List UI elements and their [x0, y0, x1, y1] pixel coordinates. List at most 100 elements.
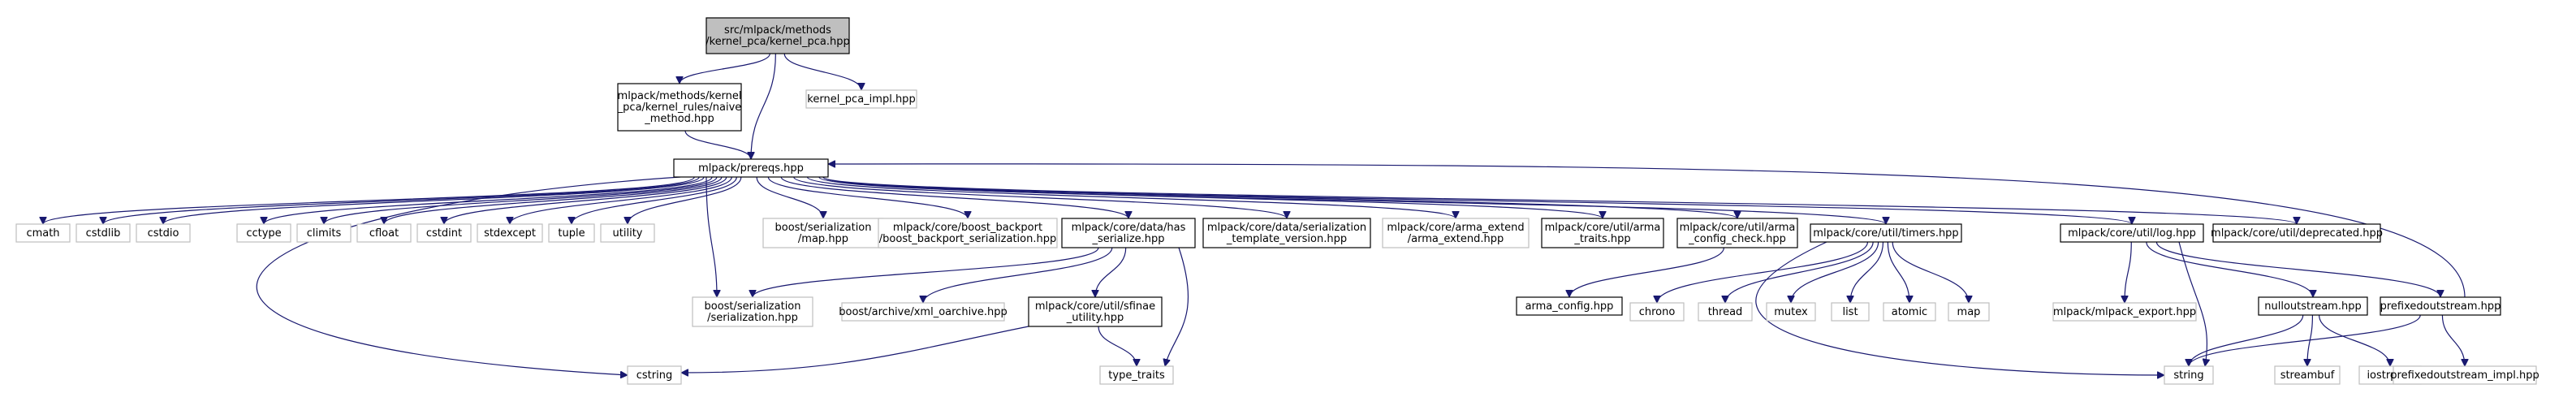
node-box: [2258, 296, 2368, 316]
edge-log-to-export: [2125, 241, 2132, 303]
edge-prereqs-to-cctype: [264, 176, 713, 225]
edge-prereqs-to-cstring: [256, 176, 681, 375]
node-label: _method.hpp: [644, 113, 714, 125]
edge-root-to-prereqs: [751, 53, 776, 159]
node-label: boost/serialization: [704, 300, 800, 313]
node-box: [2274, 365, 2341, 385]
edge-prefixout-to-string: [2189, 314, 2421, 367]
edge-log-to-prefixout: [2155, 241, 2440, 298]
edge-timers-to-thread: [1725, 241, 1874, 304]
node-label: mlpack/mlpack_export.hpp: [2053, 306, 2196, 318]
edge-log-to-nullout: [2146, 241, 2313, 298]
node-label: mutex: [1774, 306, 1808, 318]
node-label: boost/archive/xml_oarchive.hpp: [839, 306, 1008, 318]
node-label: stdexcept: [484, 227, 536, 240]
edge-prereqs-to-timers: [822, 176, 1886, 225]
node-box: [2393, 365, 2537, 385]
node-box: [1883, 302, 1936, 322]
node-label: type_traits: [1108, 369, 1165, 382]
edge-hasser-to-xmlarch: [923, 247, 1113, 304]
node-label: cstdlib: [86, 227, 121, 240]
node-box: [1061, 218, 1196, 248]
node-label: /map.hpp: [798, 233, 848, 245]
edge-prereqs-to-climits: [324, 176, 718, 225]
node-naive: mlpack/methods/kernel_pca/kernel_rules/n…: [617, 83, 742, 132]
node-cstring: cstring: [627, 365, 682, 385]
node-prefixout: prefixedoutstream.hpp: [2380, 296, 2501, 316]
node-box: [76, 223, 131, 243]
node-box: [15, 223, 71, 243]
edges-layer: [43, 53, 2466, 375]
node-label: mlpack/prereqs.hpp: [698, 162, 804, 175]
node-box: [1202, 218, 1371, 248]
node-box: [2380, 296, 2501, 316]
node-box: [692, 296, 813, 327]
node-label: _config_check.hpp: [1688, 233, 1786, 245]
node-box: [136, 223, 191, 243]
node-label: /serialization.hpp: [707, 312, 798, 324]
edge-prefixout-to-prereqs: [828, 164, 2466, 298]
node-cstdio: cstdio: [136, 223, 191, 243]
node-label: map: [1957, 306, 1981, 318]
node-box: [600, 223, 655, 243]
node-label: mlpack/core/util/arma: [1545, 222, 1661, 234]
node-climits: climits: [296, 223, 352, 243]
node-tuple: tuple: [548, 223, 595, 243]
node-sfinae: mlpack/core/util/sfinae_utility.hpp: [1028, 296, 1163, 327]
node-label: atomic: [1892, 306, 1927, 318]
node-xmlarch: boost/archive/xml_oarchive.hpp: [839, 302, 1008, 322]
node-box: [617, 83, 742, 132]
edge-prereqs-to-hasser: [780, 176, 1128, 219]
node-label: _traits.hpp: [1573, 233, 1630, 245]
node-box: [1516, 296, 1623, 316]
node-box: [762, 218, 884, 248]
node-bser: boost/serialization/serialization.hpp: [692, 296, 813, 327]
node-label: thread: [1708, 306, 1743, 318]
node-label: cctype: [246, 227, 281, 240]
edge-prereqs-to-stdexcept: [510, 176, 732, 225]
node-label: /arma_extend.hpp: [1408, 233, 1504, 245]
edge-prereqs-to-sertv: [793, 176, 1287, 219]
node-box: [2164, 365, 2214, 385]
edge-hasser-to-typetraits: [1165, 247, 1189, 366]
node-label: nulloutstream.hpp: [2264, 300, 2361, 313]
edge-timers-to-string: [1755, 241, 2164, 375]
node-label: src/mlpack/methods: [724, 24, 831, 37]
edge-timers-to-list: [1850, 241, 1884, 303]
edge-nullout-to-iostream: [2319, 314, 2390, 367]
edge-prereqs-to-bbackport: [767, 176, 968, 219]
node-root: src/mlpack/methods/kernel_pca/kernel_pca…: [705, 17, 850, 54]
node-cmath: cmath: [15, 223, 71, 243]
node-box: [1382, 218, 1530, 248]
node-prefiximpl: prefixedoutstream_impl.hpp: [2390, 365, 2539, 385]
node-export: mlpack/mlpack_export.hpp: [2052, 302, 2197, 322]
node-box: [1948, 302, 1990, 322]
edge-prereqs-to-deprecated: [822, 176, 2297, 225]
edge-sfinae-to-cstring: [681, 326, 1029, 373]
edge-sfinae-to-typetraits: [1098, 326, 1137, 367]
node-box: [2052, 302, 2197, 322]
edge-timers-to-atomic: [1887, 241, 1909, 303]
edge-nullout-to-streambuf: [2307, 314, 2314, 366]
node-atomic: atomic: [1883, 302, 1936, 322]
edge-timers-to-mutex: [1791, 241, 1879, 303]
edge-root-to-naive: [680, 53, 770, 84]
node-cstdlib: cstdlib: [76, 223, 131, 243]
node-box: [356, 223, 412, 243]
node-cfloat: cfloat: [356, 223, 412, 243]
node-label: mlpack/core/data/serialization: [1207, 222, 1366, 234]
node-streambuf: streambuf: [2274, 365, 2341, 385]
node-label: boost/serialization: [775, 222, 871, 234]
edge-naive-to-prereqs: [684, 130, 751, 160]
edge-prereqs-to-cstdlib: [103, 176, 700, 225]
node-label: _utility.hpp: [1066, 312, 1124, 324]
edge-prereqs-to-cstdint: [444, 176, 727, 225]
node-hasser: mlpack/core/data/has_serialize.hpp: [1061, 218, 1196, 248]
edge-prereqs-to-cmath: [43, 176, 695, 225]
node-box: [1541, 218, 1664, 248]
node-box: [841, 302, 1005, 322]
node-box: [1099, 365, 1174, 385]
node-label: _serialize.hpp: [1091, 233, 1164, 245]
node-box: [1698, 302, 1753, 322]
node-string: string: [2164, 365, 2214, 385]
